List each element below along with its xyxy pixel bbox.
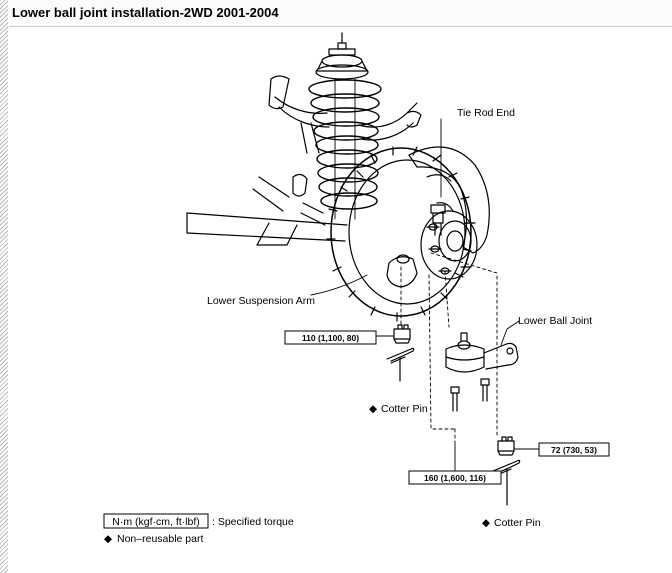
page-header: Lower ball joint installation-2WD 2001-2…	[9, 0, 672, 27]
cotter-pin-1	[386, 347, 415, 382]
steering-knuckle-lower	[386, 254, 418, 288]
castle-nut-2	[497, 436, 515, 456]
torque-tie-rod: 72 (730, 53)	[551, 445, 597, 455]
label-lower-ball-joint: Lower Ball Joint	[518, 315, 592, 327]
label-tie-rod-end: Tie Rod End	[457, 107, 515, 119]
non-reusable-marker-2: ◆	[482, 517, 491, 529]
label-lower-suspension-arm: Lower Suspension Arm	[207, 295, 315, 307]
non-reusable-marker-1: ◆	[369, 403, 378, 415]
brake-rotor	[326, 146, 474, 322]
lower-ball-joint	[445, 332, 519, 373]
torque-box-lower-arm: 110 (1,100, 80)	[284, 330, 377, 345]
legend-torque-desc: : Specified torque	[212, 516, 294, 528]
tie-rod-end	[430, 204, 446, 236]
torque-box-tie-rod: 72 (730, 53)	[538, 442, 610, 457]
shock-top-mount	[315, 32, 369, 80]
legend-non-reusable: Non–reusable part	[117, 533, 203, 545]
alignment-dash-lines	[400, 252, 498, 442]
ball-joint-leader	[500, 320, 520, 346]
ball-joint-diagram: Tie Rod End Lower Suspension Arm Lower B…	[103, 32, 610, 545]
wheel-hub	[420, 210, 478, 280]
legend: N·m (kgf·cm, ft·lbf) : Specified torque …	[103, 513, 294, 545]
label-cotter-pin-1: Cotter Pin	[381, 403, 428, 415]
legend-non-reusable-marker: ◆	[104, 533, 113, 545]
legend-torque-units: N·m (kgf·cm, ft·lbf)	[112, 516, 200, 528]
page-title: Lower ball joint installation-2WD 2001-2…	[12, 5, 279, 20]
lower-arm-leader	[310, 274, 368, 296]
suspension-artwork	[186, 32, 540, 506]
ball-joint-bolts	[450, 378, 490, 412]
brake-caliper	[408, 146, 490, 254]
legend-torque-box	[103, 513, 209, 529]
label-cotter-pin-2: Cotter Pin	[494, 517, 541, 529]
frame-crossmember	[186, 173, 348, 246]
torque-ball-joint: 160 (1,600, 116)	[424, 473, 486, 483]
torque-lower-arm: 110 (1,100, 80)	[302, 333, 359, 343]
castle-nut-1	[393, 324, 411, 344]
torque-box-ball-joint: 160 (1,600, 116)	[408, 470, 502, 485]
coil-spring	[308, 78, 382, 220]
upper-control-arm	[268, 75, 422, 154]
left-hatched-border	[0, 0, 8, 573]
